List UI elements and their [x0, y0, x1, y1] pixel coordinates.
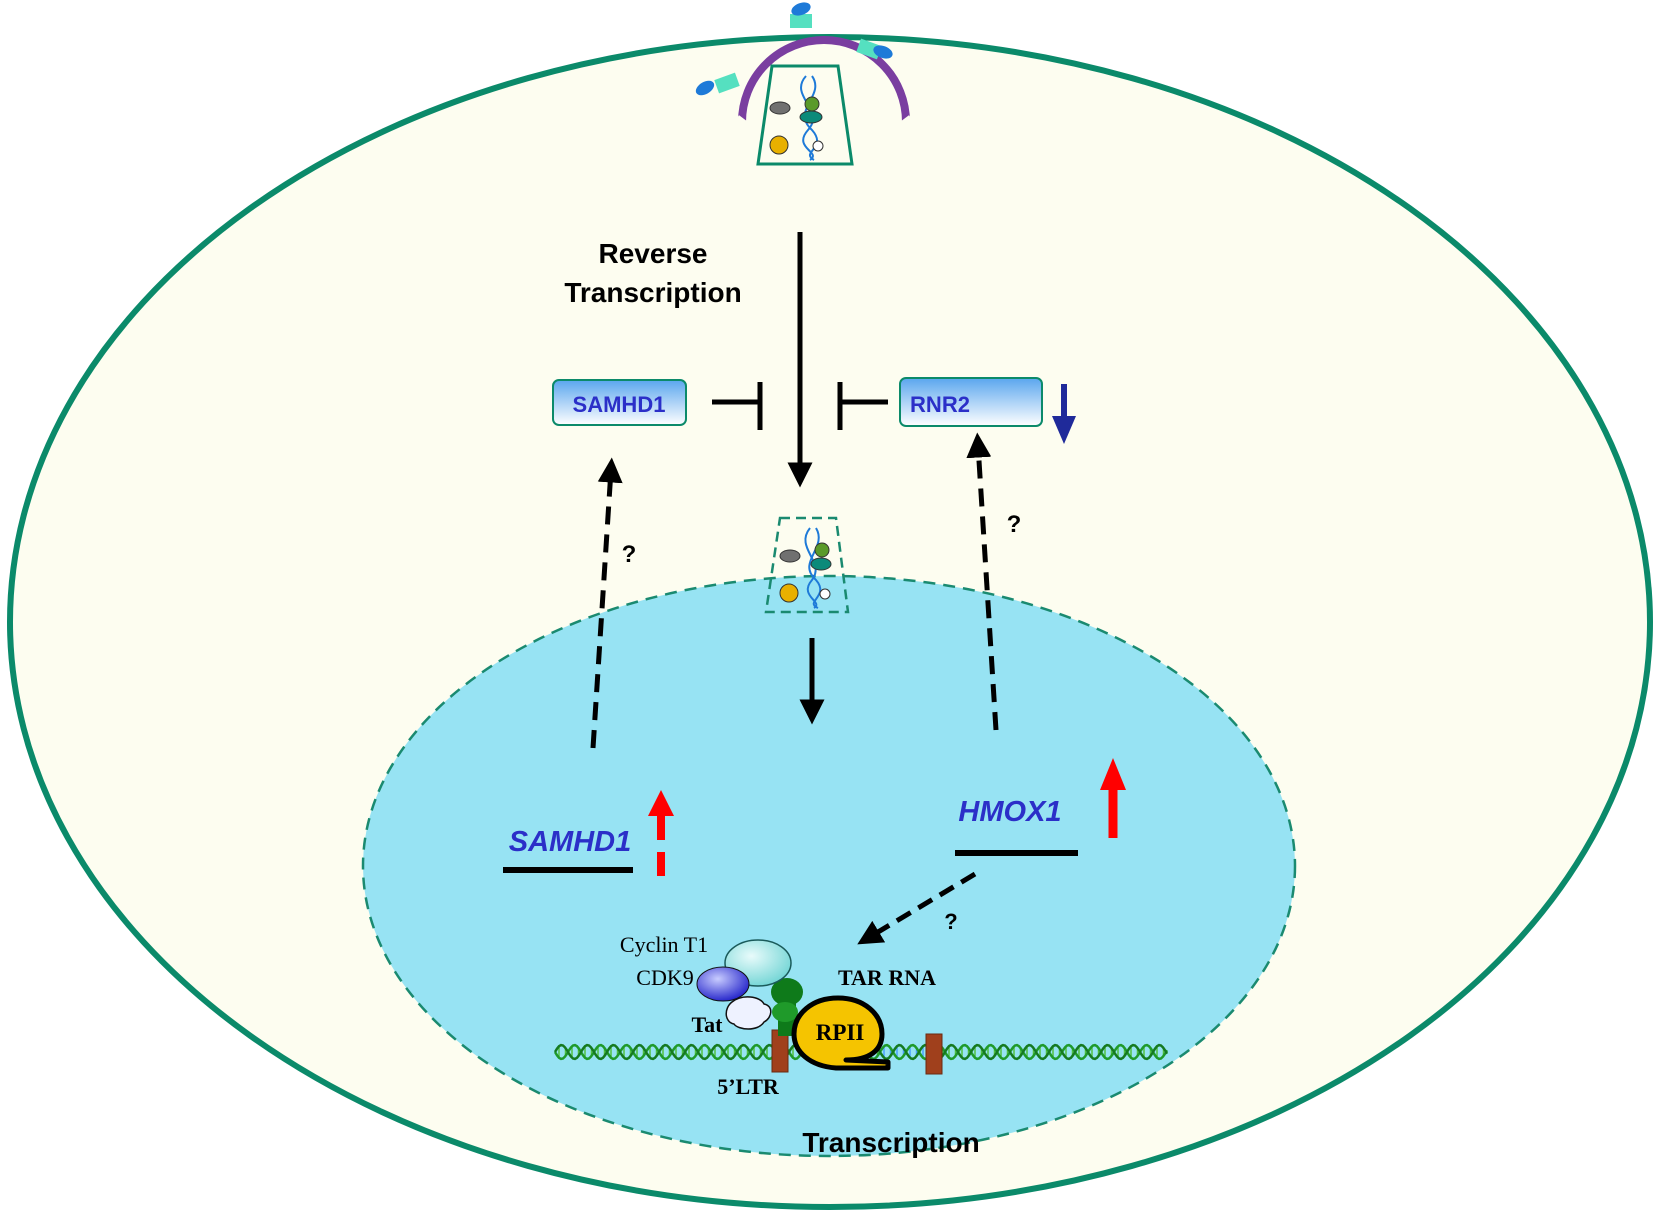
envelope-protein: [695, 72, 740, 96]
envelope-protein: [856, 38, 893, 60]
samhd1-question-mark: ?: [622, 541, 637, 568]
transcription-complex: [696, 939, 891, 1071]
rnr2-regulation-arrow: [966, 432, 999, 731]
tat-shape: [725, 996, 772, 1030]
hmox1-up-arrow: [1100, 758, 1126, 838]
samhd1-protein-box: SAMHD1: [552, 379, 687, 426]
hmox1-gene-label: HMOX1: [958, 796, 1061, 828]
hmox1-transcription-arrow: [857, 871, 977, 945]
tar-rna-label: TAR RNA: [838, 965, 936, 990]
cyclin-t1-label: Cyclin T1: [620, 932, 708, 957]
envelope-protein: [790, 2, 812, 28]
tat-label: Tat: [692, 1012, 724, 1037]
ltr-block-right: [925, 1033, 943, 1075]
ltr-label: 5’LTR: [717, 1074, 780, 1099]
samhd1-gene-label: SAMHD1: [509, 826, 631, 858]
rnr2-down-arrow: [1052, 384, 1076, 444]
hmox1-question-mark: ?: [944, 909, 957, 934]
samhd1-up-arrow: [648, 790, 674, 876]
virus-particle: [695, 2, 914, 166]
cdk9-label: CDK9: [636, 965, 693, 990]
cdk9-shape: [696, 966, 750, 1002]
ltr-block-left: [771, 1029, 789, 1073]
samhd1-protein-label: SAMHD1: [573, 392, 666, 417]
rnr2-protein-box: RNR2: [899, 377, 1043, 427]
rpii-label: RPII: [816, 1020, 865, 1045]
rnr2-inhibition: [837, 382, 888, 430]
pre-integration-complex: [764, 516, 850, 614]
rnr2-protein-label: RNR2: [910, 392, 970, 417]
viral-capsid: [756, 64, 854, 166]
samhd1-inhibition: [712, 382, 763, 430]
samhd1-induction-arrow: [590, 457, 623, 749]
rnr2-question-mark: ?: [1007, 511, 1022, 538]
rpii-shape: [791, 995, 891, 1071]
transcription-label: Transcription: [802, 1127, 979, 1158]
nucleus: [361, 574, 1297, 1158]
